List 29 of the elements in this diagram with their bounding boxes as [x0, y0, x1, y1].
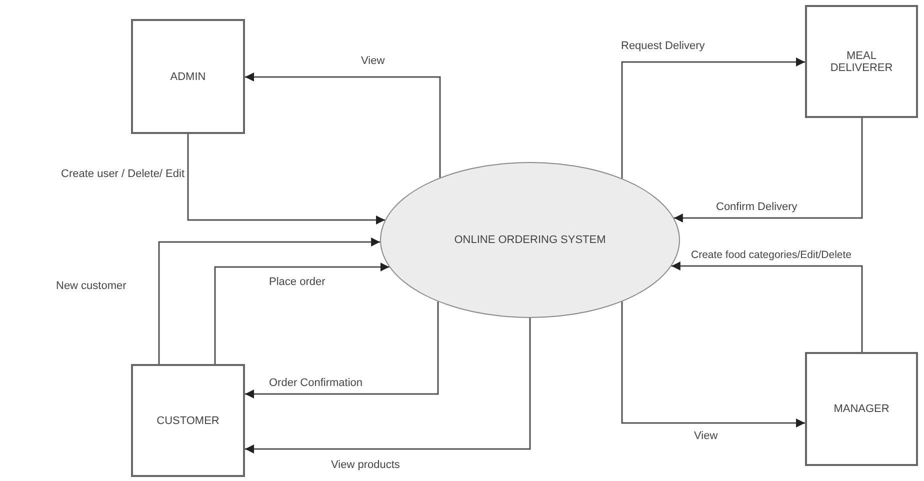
arrow — [245, 318, 531, 454]
edge-label: Create user / Delete/ Edit — [60, 168, 186, 180]
node-label: MEAL DELIVERER — [829, 50, 894, 74]
edge-label: Create food categories/Edit/Delete — [690, 249, 853, 261]
arrow — [245, 302, 439, 398]
arrow — [621, 302, 805, 428]
arrow — [245, 72, 441, 178]
entity-box — [805, 5, 918, 118]
edge-label: New customer — [55, 280, 128, 292]
node-label: ADMIN — [170, 70, 206, 82]
edge-label: View — [360, 55, 386, 67]
arrow — [158, 238, 380, 364]
arrow — [187, 134, 386, 224]
arrow — [214, 262, 390, 364]
arrow — [671, 262, 863, 352]
edge-label: Place order — [268, 276, 326, 288]
edge-label: View products — [330, 459, 401, 471]
edge-label: Request Delivery — [620, 40, 706, 52]
node-label: ONLINE ORDERING SYSTEM — [454, 234, 606, 246]
arrow — [621, 58, 805, 178]
node-label: MANAGER — [834, 403, 890, 415]
edge-label: Confirm Delivery — [715, 201, 798, 213]
entity-box — [805, 352, 918, 466]
entity-box — [131, 364, 245, 477]
edge-label: Order Confirmation — [268, 377, 364, 389]
entity-box — [131, 19, 245, 134]
arrow — [674, 118, 863, 222]
node-label: CUSTOMER — [156, 414, 220, 426]
edge-label: View — [693, 430, 719, 442]
